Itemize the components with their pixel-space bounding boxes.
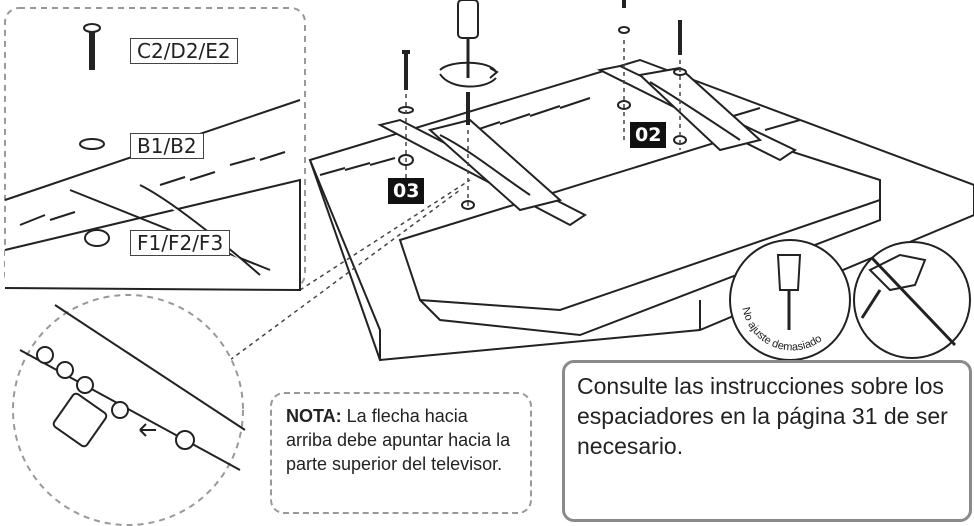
bracket-left	[377, 118, 587, 227]
step-badge-03: 03	[388, 178, 425, 204]
screwdriver-icon	[439, 0, 499, 88]
note-box: NOTA: La flecha hacia arriba debe apunta…	[270, 392, 532, 514]
note-text: La flecha hacia arriba debe apuntar haci…	[286, 406, 511, 474]
washer-part-label: B1/B2	[130, 133, 204, 159]
bracket-right	[596, 64, 798, 162]
spacer-instructions-text: Consulte las instrucciones sobre los esp…	[577, 373, 948, 459]
detail-circle	[12, 294, 246, 526]
spacer-part-label: F1/F2/F3	[130, 230, 231, 256]
note-prefix: NOTA:	[286, 406, 342, 426]
screws-main	[398, 0, 687, 210]
step-badge-02: 02	[630, 122, 667, 148]
do-not-overtighten-icon	[729, 239, 851, 361]
screw-part-label: C2/D2/E2	[130, 38, 238, 64]
no-power-drill-icon	[853, 241, 971, 359]
spacer-instructions-box: Consulte las instrucciones sobre los esp…	[562, 360, 972, 522]
